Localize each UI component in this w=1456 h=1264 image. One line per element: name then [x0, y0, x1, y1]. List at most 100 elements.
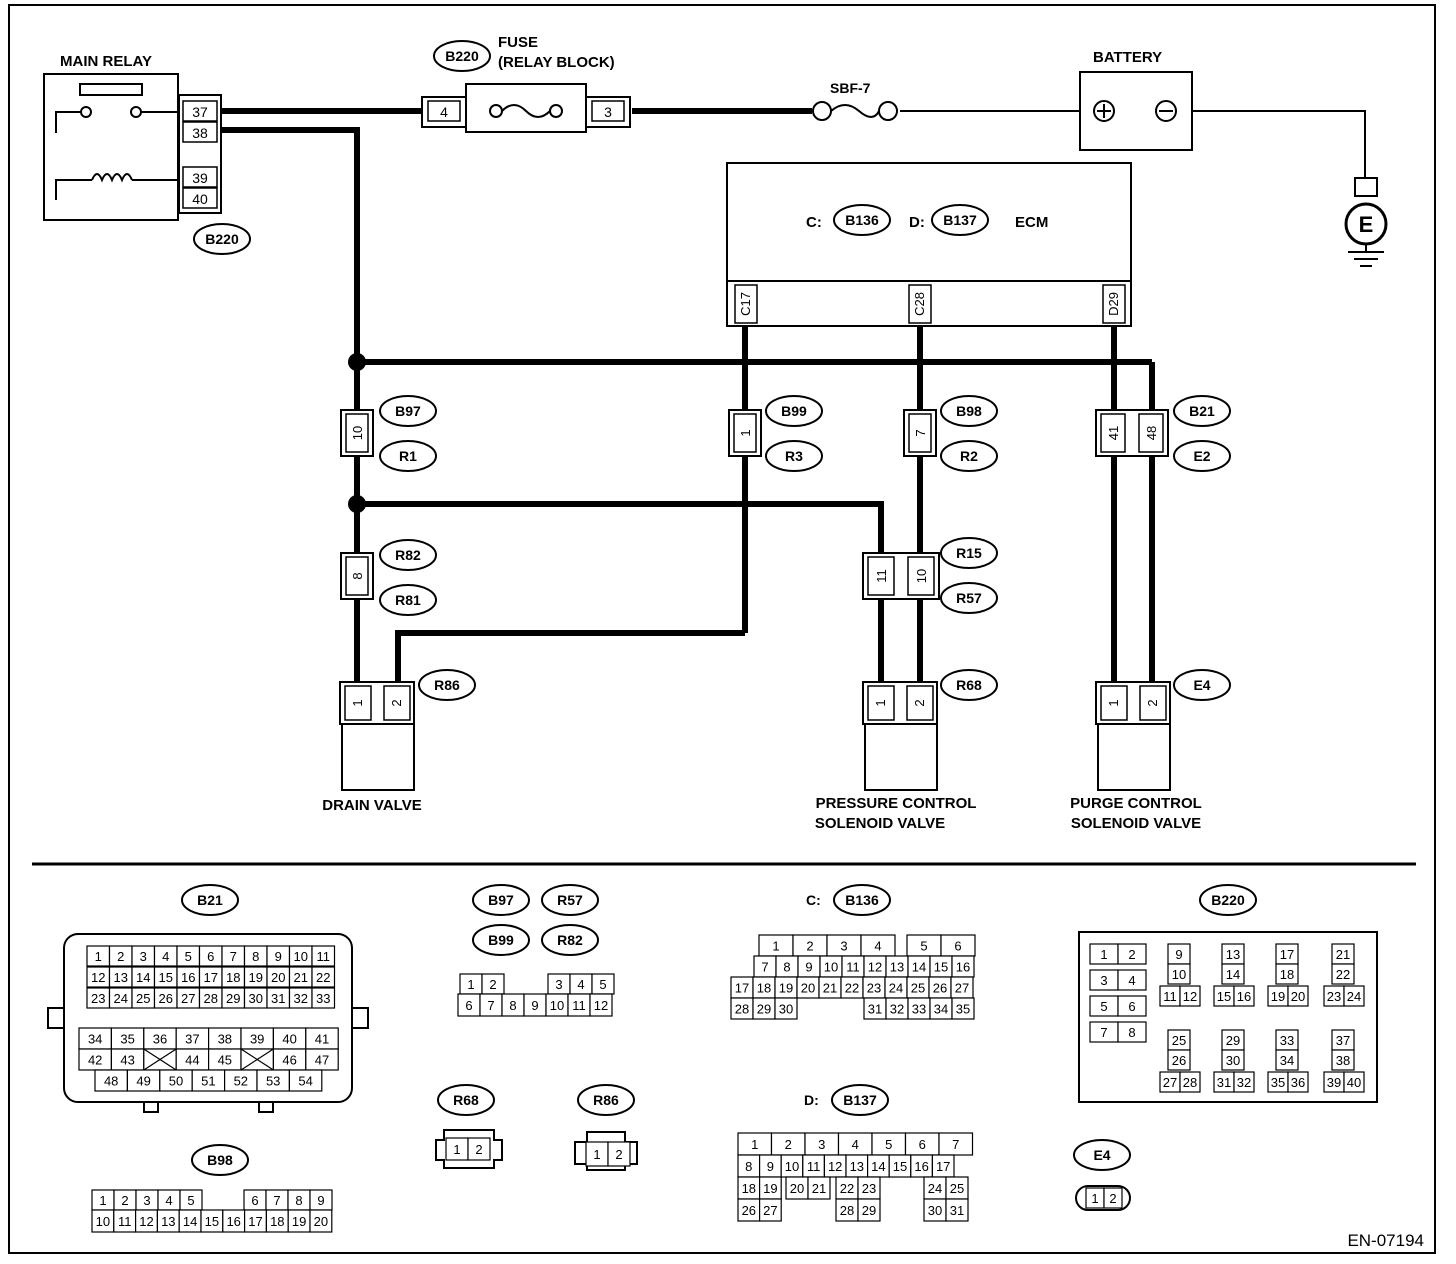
b136-pin-21: 21: [823, 981, 837, 996]
b220-pin-17: 17: [1280, 947, 1294, 962]
sbf-7-fusible-link: SBF-7: [812, 80, 898, 121]
b137-pin-24: 24: [928, 1181, 942, 1196]
svg-text:B97: B97: [488, 892, 514, 908]
b21-pin-31: 31: [271, 991, 285, 1006]
splice-point: [348, 495, 366, 513]
b137-pin-12: 12: [828, 1159, 842, 1174]
b137-pin-23: 23: [862, 1181, 876, 1196]
b136-pin-32: 32: [890, 1002, 904, 1017]
tag-b220-relay: B220: [193, 223, 251, 255]
b220-cell: [1221, 963, 1245, 985]
b220-pin-36: 36: [1291, 1075, 1305, 1090]
b220-pin-30: 30: [1226, 1053, 1240, 1068]
tag-r81: R81: [379, 584, 437, 616]
b137-pin-7: 7: [952, 1137, 959, 1152]
pcsv-label-line1: PRESSURE CONTROL: [816, 795, 977, 812]
b21-pin-2: 2: [117, 949, 124, 964]
svg-text:R82: R82: [395, 547, 421, 563]
b97-cell: [589, 993, 613, 1017]
e4-pin-2: 2: [1109, 1191, 1116, 1206]
b137-pin-29: 29: [862, 1203, 876, 1218]
b97-pin-7: 7: [487, 998, 494, 1013]
tag-b99: B99: [765, 395, 823, 427]
b21-pin-15: 15: [159, 970, 173, 985]
b220-pin-4: 4: [1128, 973, 1135, 988]
b21-pin-35: 35: [120, 1032, 134, 1047]
connector-r82-r81: 8: [340, 552, 374, 600]
b21-pin-3: 3: [140, 949, 147, 964]
ecm-d-prefix: D:: [909, 214, 925, 231]
tag-r57-face: R57: [541, 884, 599, 916]
b137-pin-5: 5: [885, 1137, 892, 1152]
b220-pin-2: 2: [1128, 947, 1135, 962]
tag-e4-face: E4: [1073, 1139, 1131, 1171]
b98-pin-15: 15: [205, 1214, 219, 1229]
pin-r15-10: 10: [914, 569, 929, 583]
svg-text:R68: R68: [956, 677, 982, 693]
pin-37: 37: [192, 104, 208, 120]
tag-b136-face: B136: [833, 884, 891, 916]
b137-cell: [758, 1198, 782, 1222]
tag-b220-face: B220: [1199, 884, 1257, 916]
b21-pin-40: 40: [282, 1032, 296, 1047]
pin-e4-2: 2: [1145, 699, 1160, 706]
connector-b21-e2: 41 48: [1095, 409, 1169, 457]
connector-b99-r3: 1: [728, 409, 762, 457]
b136-pin-2: 2: [806, 939, 813, 954]
b21-pin-32: 32: [294, 991, 308, 1006]
b220-pin-8: 8: [1128, 1025, 1135, 1040]
b137-pin-26: 26: [742, 1203, 756, 1218]
connector-face-tags: B21 B97 R57 B99 R82 B136 B220 B98 R68 R8…: [181, 884, 1257, 1176]
b98-pin-14: 14: [183, 1214, 197, 1229]
b137-pin-22: 22: [840, 1181, 854, 1196]
b137-pin-11: 11: [807, 1159, 821, 1174]
r86-cell: [607, 1141, 631, 1167]
b21-cell: [311, 966, 336, 988]
tag-b98-face: B98: [191, 1144, 249, 1176]
b21-pin-45: 45: [218, 1053, 232, 1068]
connector-tags: B220 B220 B136 B137 B97 R1 B99 R3 B98 R2…: [193, 40, 1231, 701]
pin-38: 38: [192, 125, 208, 141]
tag-b97-face: B97: [472, 884, 530, 916]
tag-r82-face: R82: [541, 924, 599, 956]
battery-label: BATTERY: [1093, 49, 1162, 66]
b136-pin-17: 17: [735, 981, 749, 996]
b220-pin-6: 6: [1128, 999, 1135, 1014]
b136-pin-35: 35: [956, 1002, 970, 1017]
b220-pin-10: 10: [1172, 967, 1186, 982]
svg-text:B99: B99: [781, 403, 807, 419]
b220-pin-13: 13: [1226, 947, 1240, 962]
b21-pin-26: 26: [159, 991, 173, 1006]
b98-pin-5: 5: [187, 1193, 194, 1208]
b21-pin-42: 42: [88, 1053, 102, 1068]
b137-pin-31: 31: [950, 1203, 964, 1218]
b220-pin-18: 18: [1280, 967, 1294, 982]
b21-pin-51: 51: [201, 1074, 215, 1089]
b21-pin-11: 11: [317, 949, 331, 964]
b137-pin-28: 28: [840, 1203, 854, 1218]
b21-pin-7: 7: [230, 949, 237, 964]
b21-pin-25: 25: [136, 991, 150, 1006]
pin-r86-2: 2: [389, 699, 404, 706]
b220-pin-37: 37: [1336, 1033, 1350, 1048]
pin-c28: C28: [912, 292, 927, 316]
b136-pin-4: 4: [874, 939, 881, 954]
r68-pin-1: 1: [453, 1142, 460, 1157]
b98-pin-8: 8: [295, 1193, 302, 1208]
diagram-border: [8, 4, 1436, 1254]
b21-pin-18: 18: [226, 970, 240, 985]
b136-pin-30: 30: [779, 1002, 793, 1017]
b136-pin-33: 33: [912, 1002, 926, 1017]
pin-3: 3: [604, 104, 612, 120]
ground-label: E: [1359, 212, 1374, 237]
b137-pin-16: 16: [914, 1159, 928, 1174]
drain-valve-label: DRAIN VALVE: [322, 797, 421, 814]
b220-cell: [1343, 985, 1365, 1007]
b137-pin-4: 4: [852, 1137, 859, 1152]
thin-wires: [900, 110, 1366, 180]
b21-pin-20: 20: [271, 970, 285, 985]
tag-b137-face: B137: [831, 1084, 889, 1116]
b21-cell: [311, 987, 336, 1009]
b136-pin-13: 13: [890, 960, 904, 975]
b136-pin-26: 26: [933, 981, 947, 996]
